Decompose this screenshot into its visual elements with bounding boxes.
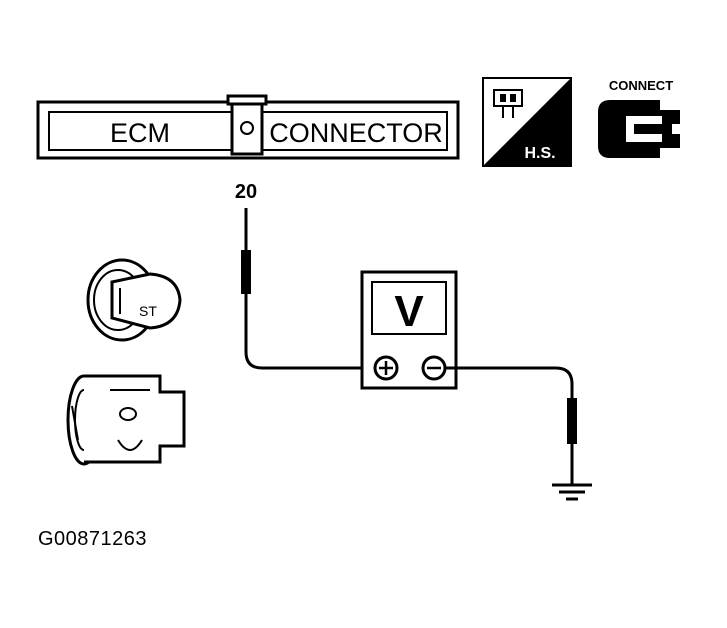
ecm-connector: ECM CONNECTOR xyxy=(36,94,460,160)
positive-probe-wire xyxy=(241,208,370,370)
connector-left-label: ECM xyxy=(110,118,170,148)
ground-icon xyxy=(552,483,592,501)
harness-side-label: H.S. xyxy=(524,145,555,162)
ignition-st-label: ST xyxy=(139,303,157,319)
voltmeter: V xyxy=(360,270,458,390)
ignition-key-icon: ST xyxy=(86,258,182,342)
pin-number: 20 xyxy=(235,181,257,203)
figure-id: G00871263 xyxy=(38,528,148,550)
connector-latch-dot xyxy=(240,121,254,135)
connector-icon: CONNECT xyxy=(598,78,680,158)
connect-label: CONNECT xyxy=(609,78,673,93)
connector-right-label: CONNECTOR xyxy=(269,118,443,148)
harness-side-icon: H.S. xyxy=(482,77,572,167)
starter-motor-icon xyxy=(66,374,186,466)
voltmeter-symbol: V xyxy=(394,287,424,336)
negative-probe-wire xyxy=(445,366,577,484)
